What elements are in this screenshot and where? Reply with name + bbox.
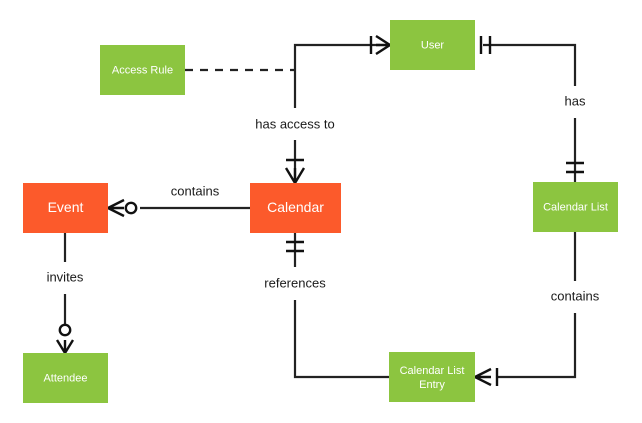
entity-box[interactable] [23, 353, 108, 403]
connector-contains-entry [498, 232, 577, 379]
marker-attendee-zero-or-many [55, 323, 75, 354]
entity-box[interactable] [390, 20, 475, 70]
entity-label: User [421, 39, 445, 51]
line-calendar-to-entry-lower [293, 300, 389, 379]
entity-calendar-list-entry[interactable]: Calendar List Entry [389, 352, 475, 402]
zero-circle-glyph [124, 201, 138, 215]
crowfoot-glyph [284, 167, 306, 184]
marker-entry-one-or-many [474, 367, 499, 387]
entity-user[interactable]: User [390, 20, 475, 70]
entity-calendar-list[interactable]: Calendar List [533, 182, 618, 232]
connector-has-access-to [293, 43, 380, 183]
marker-calendar-one-or-many-top [284, 158, 306, 184]
line-calendar-list-to-entry-lower [498, 313, 577, 379]
entity-box[interactable] [100, 45, 185, 95]
relationship-label-references: references [264, 275, 326, 290]
entity-event[interactable]: Event [23, 183, 108, 233]
entity-label-line1: Calendar List [400, 365, 465, 377]
relationship-label-has-access-to: has access to [255, 116, 335, 131]
line-user-to-calendar-list-upper [483, 43, 577, 86]
relationship-label-contains-entry: contains [551, 288, 600, 303]
entity-box[interactable] [389, 352, 475, 402]
entity-calendar[interactable]: Calendar [250, 183, 341, 233]
entity-box[interactable] [533, 182, 618, 232]
crowfoot-glyph [107, 198, 125, 218]
entity-label: Attendee [43, 372, 87, 384]
connector-has [483, 43, 577, 182]
marker-event-zero-or-many [107, 198, 138, 218]
entity-box[interactable] [250, 183, 341, 233]
marker-calendar-one-only-bottom [286, 240, 304, 253]
crowfoot-glyph [375, 34, 391, 56]
marker-user-one-or-many [369, 34, 391, 56]
entity-label: Access Rule [112, 64, 173, 76]
marker-user-one-only [479, 36, 492, 54]
zero-circle-glyph [58, 323, 72, 337]
crowfoot-glyph [55, 339, 75, 354]
double-bar-glyph [286, 240, 304, 253]
crowfoot-glyph [474, 367, 492, 387]
entity-label-line2: Entry [419, 379, 445, 391]
entity-attendee[interactable]: Attendee [23, 353, 108, 403]
entity-label: Event [48, 199, 84, 215]
double-bar-glyph [479, 36, 492, 54]
relationship-label-invites: invites [47, 269, 84, 284]
double-bar-glyph [566, 161, 584, 174]
entity-box[interactable] [23, 183, 108, 233]
marker-calendar-list-one-only [566, 161, 584, 174]
relationship-label-contains-event: contains [171, 183, 220, 198]
line-user-to-calendar-upper [293, 43, 380, 108]
entity-access-rule[interactable]: Access Rule [100, 45, 185, 95]
entity-label: Calendar List [543, 201, 608, 213]
connector-references [293, 233, 389, 379]
relationship-label-has: has [565, 93, 586, 108]
entity-label: Calendar [267, 199, 324, 215]
